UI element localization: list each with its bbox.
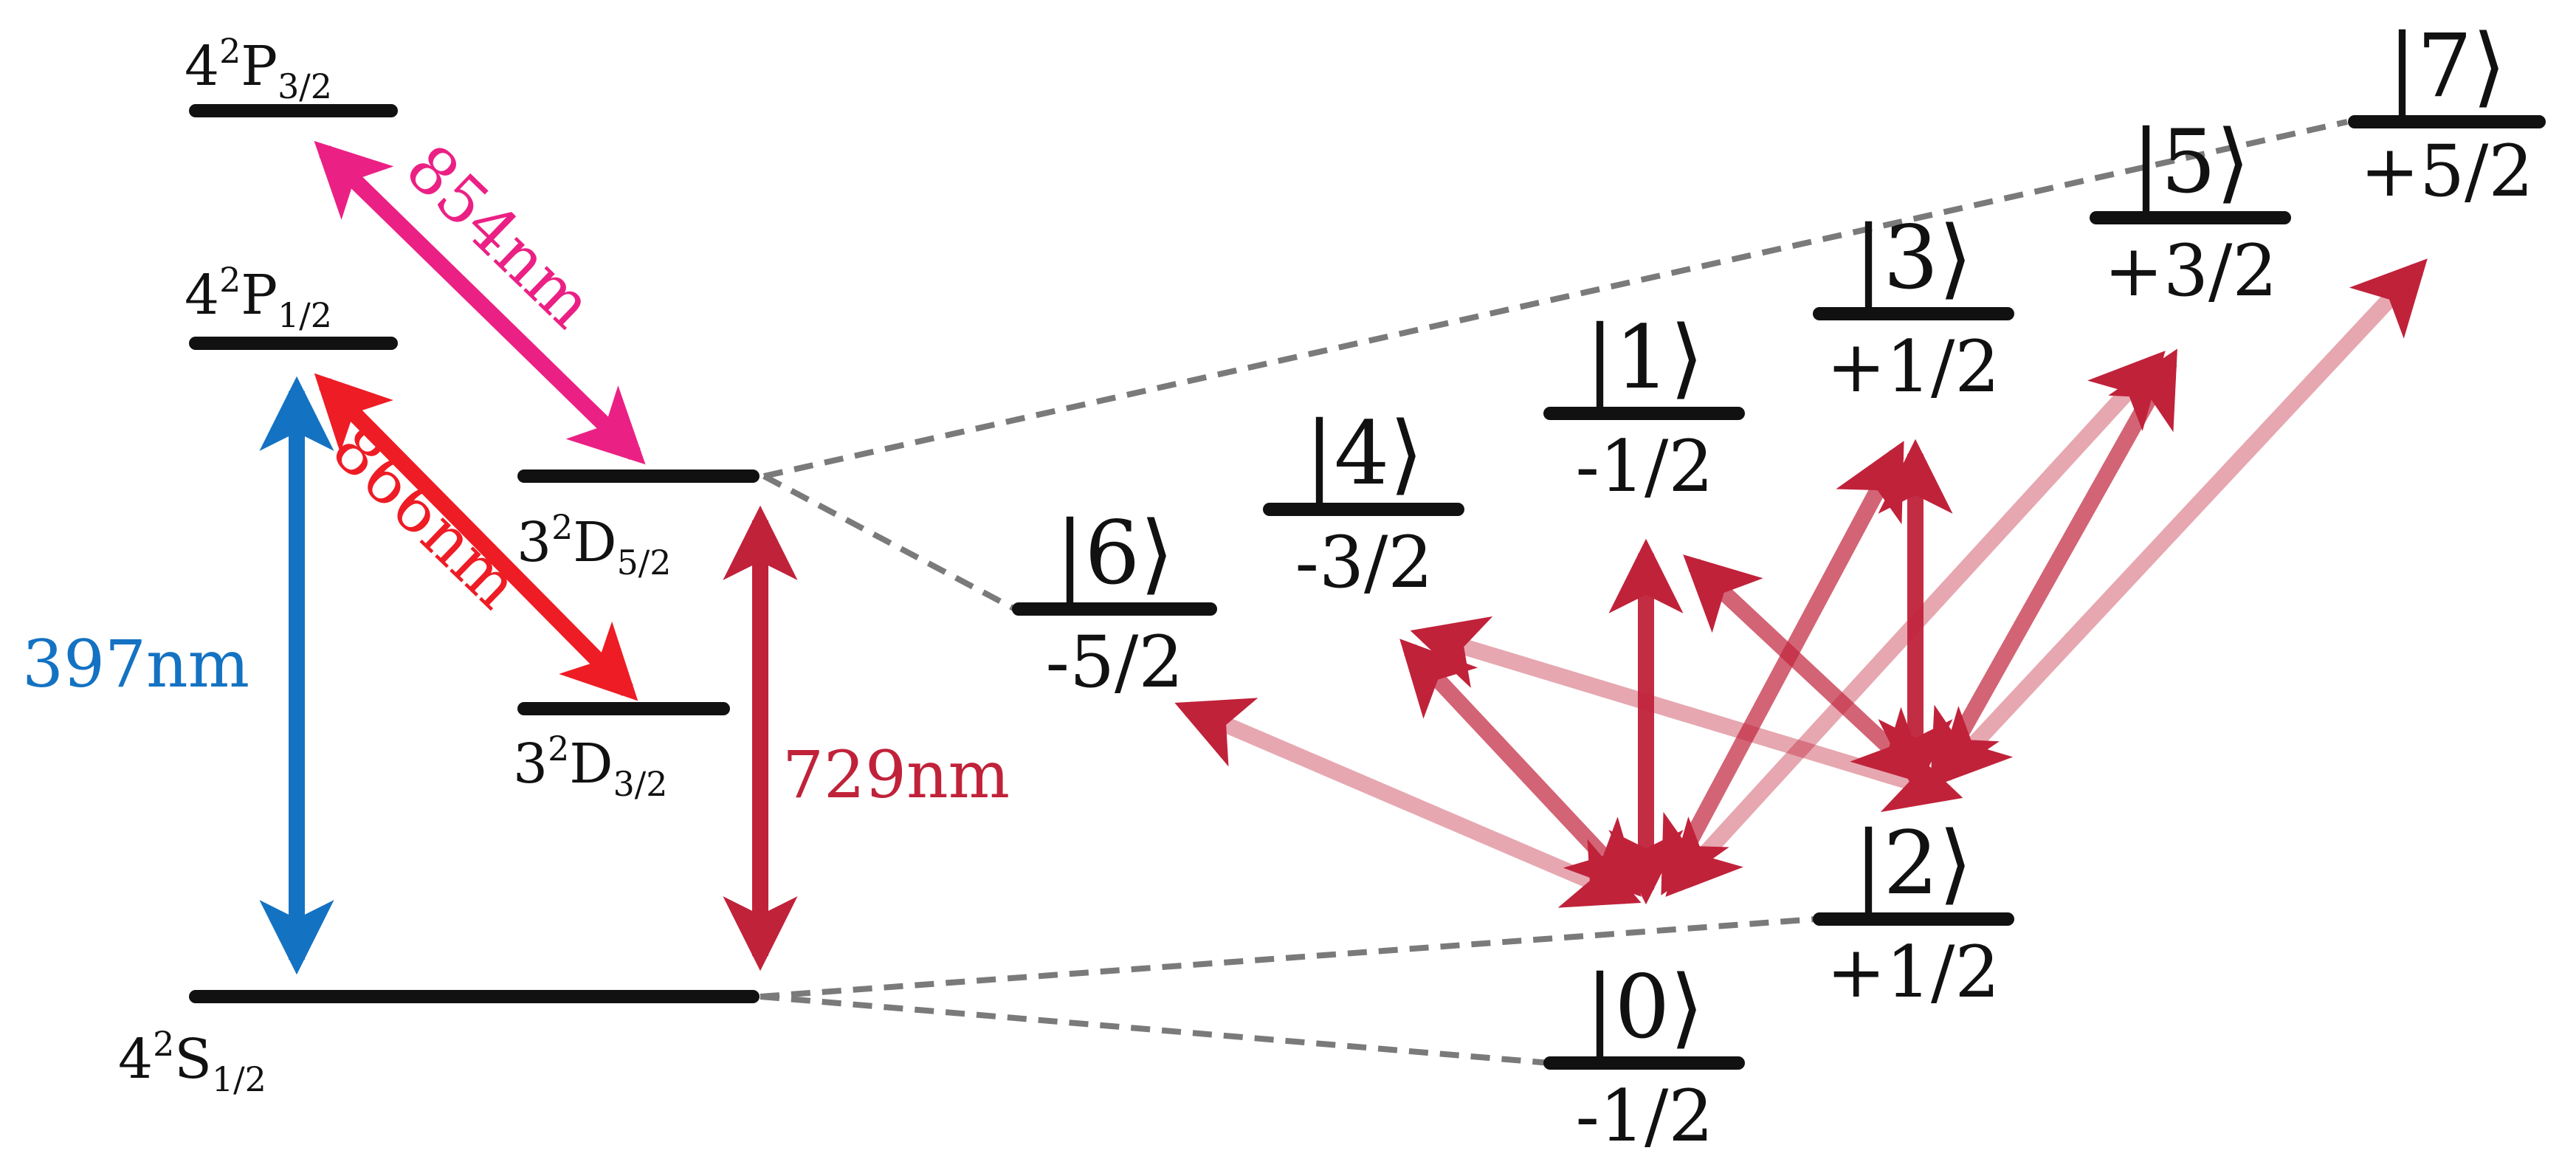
state7-m: +5/2 [2360, 130, 2534, 213]
zeeman-levels [1012, 115, 2546, 1070]
label-d52: 32D5/2 [517, 507, 671, 582]
state7-ket: |7⟩ [2388, 15, 2507, 117]
zeeman-labels: |0⟩ -1/2 |1⟩ -1/2 |2⟩ +1/2 |3⟩ +1/2 |4⟩ … [1046, 15, 2534, 1158]
label-p12: 42P1/2 [185, 260, 332, 335]
label-729nm: 729nm [782, 737, 1010, 813]
label-s12: 42S1/2 [118, 1024, 266, 1099]
state6-ket: |6⟩ [1055, 502, 1174, 604]
label-d32: 32D3/2 [513, 729, 667, 804]
connector-s12-to-state2 [760, 916, 1816, 1000]
state3-m: +1/2 [1827, 326, 2000, 408]
label-854nm: 854nm [391, 130, 607, 343]
state0-m: -1/2 [1576, 1075, 1714, 1158]
label-397nm: 397nm [22, 626, 249, 702]
zeeman-transition-arrows [1174, 258, 2428, 908]
state0-ket: |0⟩ [1585, 956, 1704, 1058]
arrow-state0-state4 [1399, 639, 1642, 897]
label-866nm: 866nm [317, 410, 534, 623]
state2-m: +1/2 [1827, 931, 2000, 1014]
transition-arrows [259, 140, 798, 975]
arrow-state2-state4 [1410, 616, 1963, 812]
state4-m: -3/2 [1295, 521, 1433, 604]
connector-d52-to-state6 [762, 473, 1016, 612]
state1-m: -1/2 [1576, 425, 1714, 508]
state1-ket: |1⟩ [1585, 306, 1704, 408]
label-p32: 42P3/2 [185, 31, 332, 106]
state4-ket: |4⟩ [1305, 402, 1424, 504]
connector-d52-to-state7 [763, 119, 2348, 479]
state2-ket: |2⟩ [1854, 812, 1973, 914]
connector-s12-to-state0 [760, 994, 1551, 1066]
state5-ket: |5⟩ [2132, 111, 2250, 213]
zeeman-connectors [760, 119, 2348, 1066]
state6-m: -5/2 [1046, 621, 1184, 704]
state5-m: +3/2 [2104, 230, 2278, 312]
arrow-866nm [314, 373, 638, 701]
arrow-state2-state5 [1930, 348, 2177, 788]
state3-ket: |3⟩ [1854, 207, 1973, 309]
